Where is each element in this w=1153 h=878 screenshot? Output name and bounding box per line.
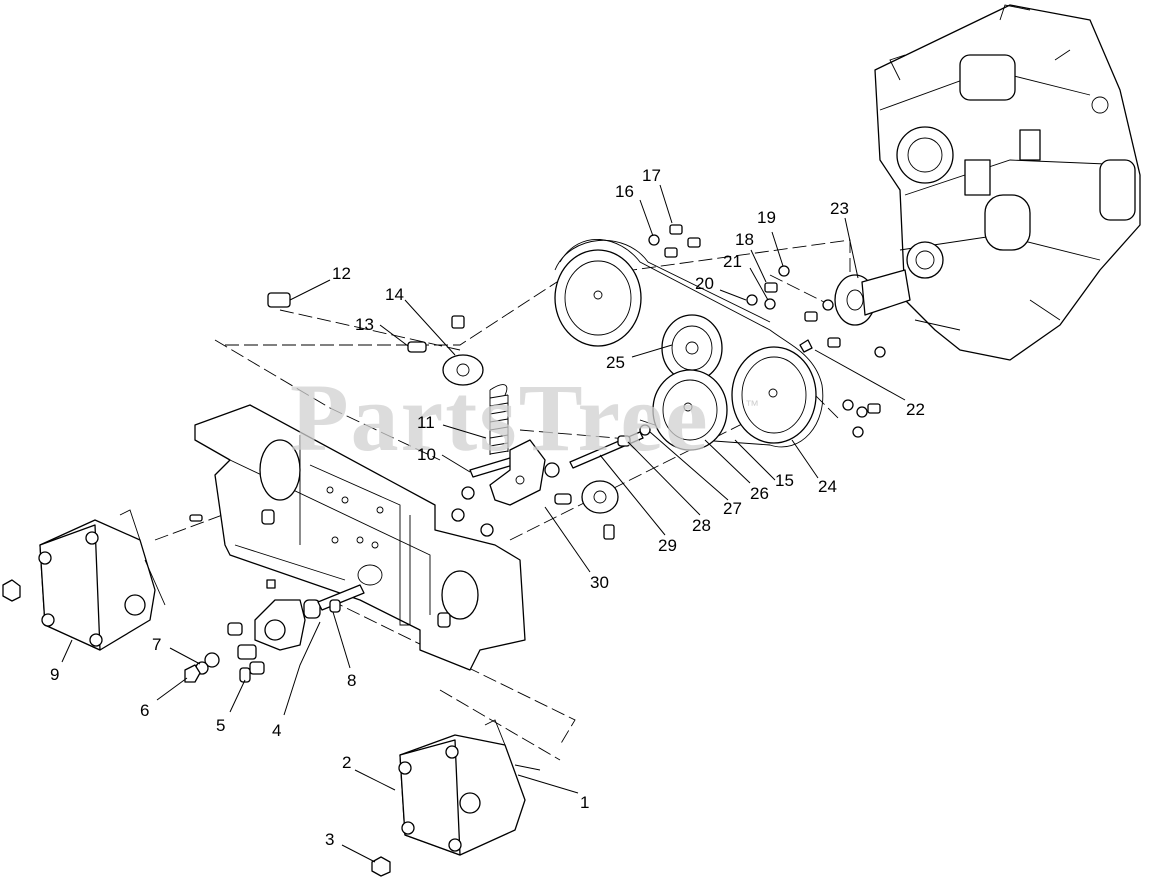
- callout-22: 22: [906, 400, 925, 419]
- idler-bracket-assembly: [184, 579, 365, 683]
- watermark-trademark: ™: [745, 397, 759, 413]
- callout-3: 3: [325, 830, 334, 849]
- callout-25: 25: [606, 353, 625, 372]
- callout-11: 11: [417, 413, 435, 432]
- callout-29: 29: [658, 536, 677, 555]
- callout-14: 14: [385, 285, 404, 304]
- callout-7: 7: [152, 635, 161, 654]
- leader-lines: [61, 184, 906, 863]
- callout-8: 8: [347, 671, 356, 690]
- callout-9: 9: [50, 665, 59, 684]
- callout-24: 24: [818, 477, 837, 496]
- engine: [874, 4, 1141, 361]
- lower-hydraulic-pump: [371, 719, 541, 877]
- callout-23: 23: [830, 199, 849, 218]
- callout-16: 16: [615, 182, 634, 201]
- callout-4: 4: [272, 721, 281, 740]
- hub-and-hardware: [554, 224, 911, 540]
- callout-12: 12: [332, 264, 351, 283]
- callout-30: 30: [590, 573, 609, 592]
- left-hydraulic-pump: [2, 509, 166, 651]
- callout-19: 19: [757, 208, 776, 227]
- callout-5: 5: [216, 716, 225, 735]
- callout-28: 28: [692, 516, 711, 535]
- watermark: PartsTree ™: [290, 364, 759, 471]
- callout-13: 13: [355, 315, 374, 334]
- callout-17: 17: [642, 166, 661, 185]
- callout-21: 21: [723, 252, 742, 271]
- callout-2: 2: [342, 753, 351, 772]
- callout-6: 6: [140, 701, 149, 720]
- callout-27: 27: [723, 499, 742, 518]
- tension-spring-arm: [451, 384, 560, 537]
- callout-18: 18: [735, 230, 754, 249]
- callout-numbers: 1 2 3 4 5 6 7 8 9 10 11 12 13 14 15 16 1…: [50, 166, 925, 849]
- callout-10: 10: [417, 445, 436, 464]
- callout-20: 20: [695, 274, 714, 293]
- frame-plate: [189, 404, 526, 671]
- idler-mount-plate: [267, 292, 484, 386]
- callout-26: 26: [750, 484, 769, 503]
- watermark-text: PartsTree: [290, 364, 710, 471]
- callout-1: 1: [580, 793, 589, 812]
- belt-and-pulleys: [554, 238, 824, 451]
- callout-15: 15: [775, 471, 794, 490]
